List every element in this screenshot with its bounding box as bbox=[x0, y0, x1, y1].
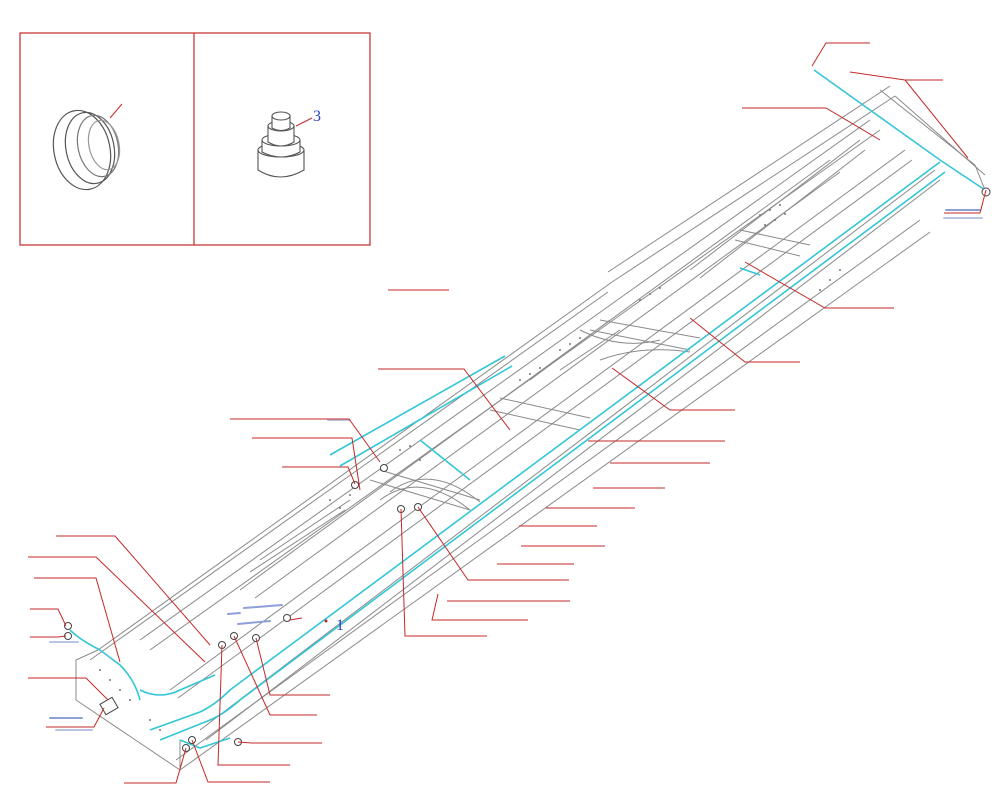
hose-fittings bbox=[64, 187, 991, 752]
small-notes bbox=[49, 209, 983, 731]
leader-lines bbox=[28, 42, 987, 784]
chassis-frame bbox=[75, 85, 986, 771]
connector-icon bbox=[283, 614, 291, 622]
connector-icon bbox=[981, 187, 991, 197]
air-hose-lines bbox=[69, 69, 986, 749]
valve-icon bbox=[99, 696, 119, 716]
main-callout-number: 1 bbox=[336, 617, 344, 634]
detail-callout-number: 3 bbox=[313, 108, 321, 125]
rivet-dots bbox=[99, 204, 841, 731]
connector-icon bbox=[380, 464, 388, 472]
detail-panel: 3 bbox=[19, 32, 371, 246]
detail-panel-border bbox=[19, 32, 371, 246]
connector-icon bbox=[351, 481, 359, 489]
fitting-illustration bbox=[257, 111, 313, 178]
grommet-ring-illustration bbox=[52, 103, 123, 191]
callout-marker bbox=[324, 619, 328, 623]
connector-icon bbox=[64, 622, 72, 630]
